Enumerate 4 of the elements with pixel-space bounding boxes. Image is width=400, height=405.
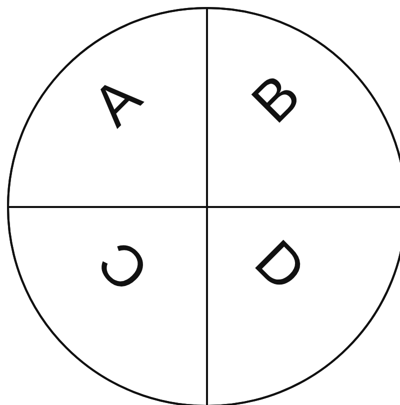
quadrant-letter: C	[88, 230, 160, 302]
quadrant-letter: D	[244, 230, 316, 302]
quadrant-letter: B	[242, 64, 311, 134]
quadrant-letter: A	[83, 68, 152, 136]
